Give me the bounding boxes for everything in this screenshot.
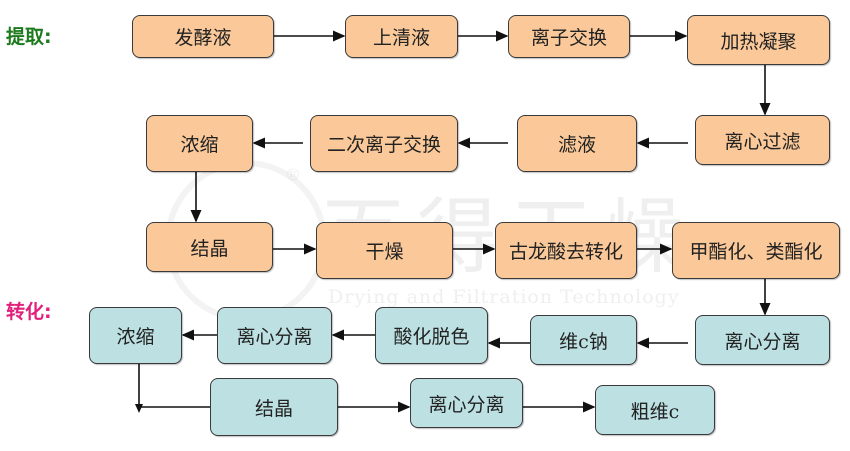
node-concentration: 浓缩 — [146, 115, 253, 172]
connector-c5-arrowhead — [135, 404, 143, 413]
node-secondary-ion-exchange: 二次离子交换 — [310, 115, 458, 172]
node-supernatant: 上清液 — [345, 15, 458, 58]
node-gulonic-acid-conversion: 古龙酸去转化 — [495, 222, 637, 279]
node-crystallization-2: 结晶 — [210, 378, 338, 436]
node-concentration-2: 浓缩 — [89, 307, 182, 364]
node-crude-vitamin-c: 粗维c — [595, 385, 715, 435]
connector-c5-c6 — [138, 364, 210, 408]
node-sodium-vitamin-c: 维c钠 — [530, 315, 637, 365]
extraction-section-label: 提取: — [6, 26, 52, 48]
node-centrifugal-separation-1: 离心分离 — [695, 315, 830, 365]
node-centrifugal-filtration: 离心过滤 — [695, 115, 830, 165]
node-fermentation-broth: 发酵液 — [132, 15, 274, 58]
node-ion-exchange: 离子交换 — [508, 15, 630, 58]
node-acidification-decolorization: 酸化脱色 — [375, 307, 488, 364]
node-drying: 干燥 — [316, 222, 453, 279]
node-heat-coagulation: 加热凝聚 — [687, 15, 830, 65]
node-centrifugal-separation-2: 离心分离 — [217, 307, 332, 364]
node-crystallization: 结晶 — [146, 222, 273, 272]
node-methyl-esterification: 甲酯化、类酯化 — [672, 222, 840, 279]
node-centrifugal-separation-3: 离心分离 — [410, 378, 523, 428]
node-filtrate: 滤液 — [517, 115, 637, 172]
conversion-section-label: 转化: — [6, 301, 52, 323]
